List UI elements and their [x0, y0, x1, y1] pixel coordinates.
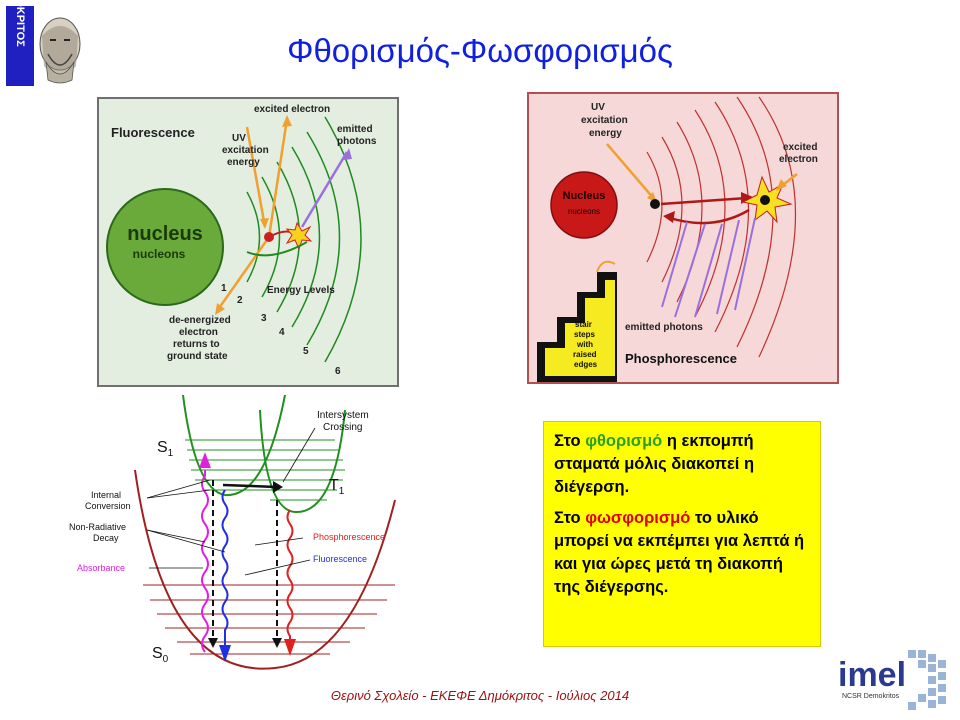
- phos-nucleons-label: nucleons: [568, 207, 600, 216]
- deen-label-2: electron: [179, 327, 218, 338]
- ic-label-1: Internal: [91, 490, 121, 500]
- footer-text: Θερινό Σχολείο - ΕΚΕΦΕ Δημόκριτος - Ιούλ…: [330, 688, 630, 703]
- deen-label-4: ground state: [167, 351, 228, 362]
- s0-label: S0: [152, 645, 169, 665]
- stair-3: with: [576, 340, 593, 349]
- stair-2: steps: [574, 330, 595, 339]
- stair-1: stair: [575, 320, 592, 329]
- level-2: 2: [237, 295, 243, 306]
- nrd-label-1: Non-Radiative: [69, 522, 126, 532]
- isc-label-2: Crossing: [323, 422, 362, 433]
- phos-uv-2: excitation: [581, 115, 628, 126]
- fluorescence-explanation: Στο φθορισμό η εκπομπή σταματά μόλις δια…: [554, 432, 755, 496]
- fluorescence-label: Fluorescence: [313, 554, 367, 564]
- phos-nucleus-circle: [550, 171, 618, 239]
- imel-brand: imel: [838, 656, 906, 694]
- s1-label: S1: [157, 439, 174, 459]
- phosphorescence-diagram: Nucleus nucleons UV excitation energy ex…: [527, 92, 839, 384]
- phosphorescence-explanation: Στο φωσφορισμό το υλικό μπορεί να εκπέμπ…: [554, 509, 805, 596]
- absorbance-label: Absorbance: [77, 563, 125, 573]
- imel-sub: NCSR Demokritos: [842, 693, 900, 700]
- phos-nucleus-label: Nucleus: [563, 190, 606, 202]
- isc-label-1: Intersystem: [317, 410, 369, 421]
- energy-levels-label: Energy Levels: [267, 285, 335, 296]
- explanation-box: Στο φθορισμό η εκπομπή σταματά μόλις δια…: [543, 421, 821, 647]
- level-4: 4: [279, 327, 285, 338]
- phos-uv-3: energy: [589, 128, 622, 139]
- jablonski-diagram: S1 T1 S0 Intersystem Crossing Internal C…: [65, 390, 425, 680]
- deen-label-3: returns to: [173, 339, 220, 350]
- phos-emitted: emitted photons: [625, 322, 703, 333]
- level-5: 5: [303, 346, 309, 357]
- excited-electron-label: excited electron: [254, 104, 330, 115]
- fluorescence-keyword: φθορισμό: [585, 432, 663, 450]
- phos-heading: Phosphorescence: [625, 351, 737, 366]
- deen-label-1: de-energized: [169, 315, 231, 326]
- level-1: 1: [221, 283, 227, 294]
- phosphorescence-keyword: φωσφορισμό: [585, 509, 691, 527]
- uv-label-3: energy: [227, 157, 260, 168]
- fluorescence-diagram: nucleus nucleons Fluorescence excited el…: [97, 97, 399, 387]
- stair-4: raised: [573, 350, 597, 359]
- phos-uv-1: UV: [591, 102, 605, 113]
- emitted-label-2: photons: [337, 136, 377, 147]
- nucleons-label: nucleons: [133, 247, 186, 261]
- level-6: 6: [335, 366, 341, 377]
- nucleus-circle: [106, 188, 224, 306]
- logo-left-text: ΔΗΜΟΚΡΙΤΟΣ: [14, 6, 26, 47]
- democritus-logo: ΔΗΜΟΚΡΙΤΟΣ: [6, 0, 86, 86]
- level-3: 3: [261, 313, 267, 324]
- ic-label-2: Conversion: [85, 501, 131, 511]
- imel-logo: imel NCSR Demokritos: [836, 648, 954, 714]
- emitted-label-1: emitted: [337, 124, 373, 135]
- t1-label: T1: [329, 477, 345, 497]
- stair-5: edges: [574, 360, 598, 369]
- page-title: Φθορισμός-Φωσφορισμός: [287, 32, 673, 69]
- nucleus-label: nucleus: [127, 223, 203, 245]
- nrd-label-2: Decay: [93, 533, 119, 543]
- phos-excited-1: excited: [783, 142, 817, 153]
- fluor-heading: Fluorescence: [111, 125, 195, 140]
- uv-label-2: excitation: [222, 145, 269, 156]
- uv-label-1: UV: [232, 133, 246, 144]
- phosphorescence-label: Phosphorescence: [313, 532, 385, 542]
- phos-excited-2: electron: [779, 154, 818, 165]
